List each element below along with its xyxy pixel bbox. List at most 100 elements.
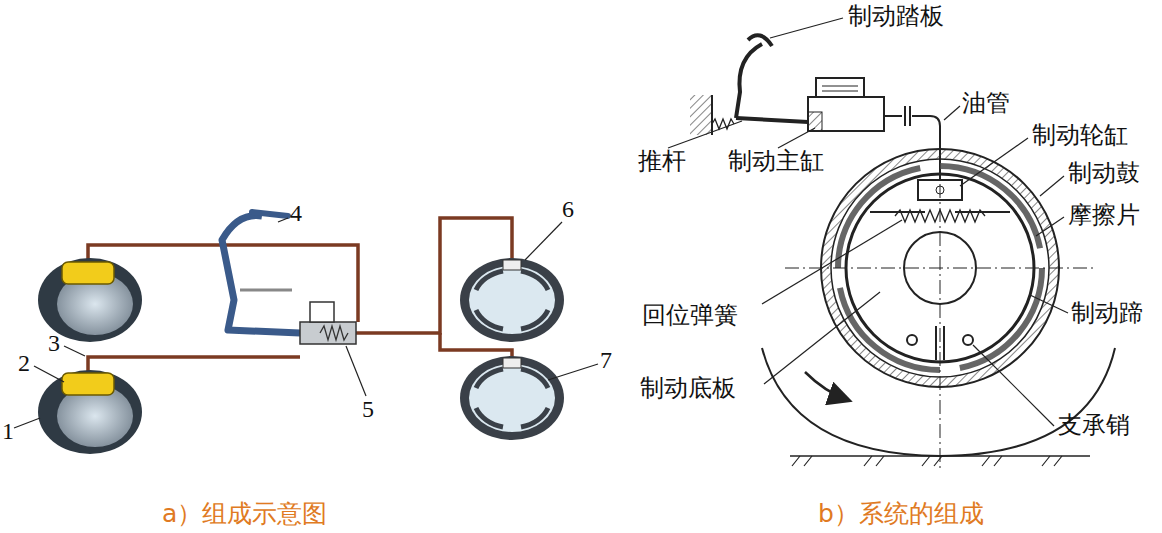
master-cylinder [310,302,334,322]
master-cylinder [320,326,348,340]
support-pin [943,326,945,360]
leader-line [764,292,880,384]
callout-number: 4 [290,200,302,228]
drum-brake [521,369,548,388]
tire-and-ground [805,372,848,400]
disc-brake [38,258,142,342]
support-pin [907,335,917,345]
brake-pedal [252,212,288,216]
leader-line [960,138,1028,186]
brake-pipe [88,357,300,374]
brake-pedal [240,289,292,292]
leader-line [548,364,598,380]
pedal-pivot [711,95,713,135]
part-name: 制动鼓 [1068,160,1140,188]
leader-line [346,346,366,396]
leader-line [34,366,64,382]
leader-line [668,18,1068,426]
disc-brake [38,370,142,454]
leader-line [14,418,40,428]
part-name: 制动轮缸 [1032,122,1128,150]
drum-brake [469,364,555,432]
part-name: 支承销 [1058,412,1130,440]
tire-and-ground [762,348,1115,456]
master-cylinder [808,97,884,131]
oil-pipe [909,106,911,126]
leader-line [778,128,815,148]
leader-line [14,218,598,428]
sub-caption: a）组成示意图 [162,500,327,529]
tire-and-ground [762,348,1115,466]
leader-line [1030,295,1068,313]
master-cylinder [822,86,858,87]
drum-brake [521,408,548,427]
part-name: 油管 [962,90,1010,118]
brake-pedal [736,35,808,122]
part-name: 制动主缸 [728,148,824,176]
center-line [940,160,941,470]
disc-brake [38,258,142,342]
drum-brake [476,408,503,427]
leader-line [278,218,288,222]
center-line [785,160,1095,470]
tire-and-ground [790,455,1090,457]
callout-number: 7 [600,347,612,375]
brake-pedal [736,44,762,118]
master-cylinder [822,91,858,92]
callout-number: 5 [362,396,374,424]
callout-number: 2 [18,350,30,378]
drum-brake [460,258,564,342]
disc-brake [38,370,142,454]
callout-number: 3 [48,330,60,358]
part-name: 摩擦片 [1068,202,1140,230]
part-name: 推杆 [638,148,686,176]
brake-pedal [222,212,300,333]
tire-and-ground [792,456,1062,466]
leader-line [770,18,843,38]
leader-line [64,346,85,356]
part-name: 制动底板 [640,375,736,403]
leader-line [762,220,902,304]
drum-brake [469,266,555,334]
support-pin [963,335,973,345]
disc-brake [62,262,114,284]
sub-caption: b）系统的组成 [818,500,984,529]
drum-brake [460,258,564,342]
leader-line [1040,176,1064,196]
master-cylinder [816,78,864,97]
leader-line [1036,217,1064,236]
drum-brake [460,356,564,440]
master-cylinder [300,322,356,344]
drum-brake [503,260,521,270]
callout-number: 1 [2,418,14,446]
drum-brake [476,369,503,388]
master-cylinder [808,78,884,131]
drum-brake [503,358,521,368]
pedal-pivot [690,95,734,135]
support-pin [935,326,937,360]
brake-pedal [736,118,808,122]
brake-pedal [748,35,772,46]
master-cylinder [300,302,356,344]
brake-pedal [222,216,300,334]
callout-number: 6 [562,196,574,224]
brake-pipe [88,218,512,374]
part-name: 制动蹄 [1071,300,1143,328]
leader-line [973,345,1054,426]
pedal-pivot [690,95,712,135]
oil-pipe [904,106,906,126]
leader-line [944,106,960,120]
drum-brake [476,271,503,290]
leader-line [668,121,742,148]
drum-brake [521,310,548,329]
leader-line [525,222,562,260]
drum-brake [460,356,564,440]
part-name: 回位弹簧 [642,302,738,330]
disc-brake [62,373,114,395]
drum-brake [476,310,503,329]
oil-pipe [884,115,902,117]
part-name: 制动踏板 [848,3,944,31]
drum-brake [521,271,548,290]
